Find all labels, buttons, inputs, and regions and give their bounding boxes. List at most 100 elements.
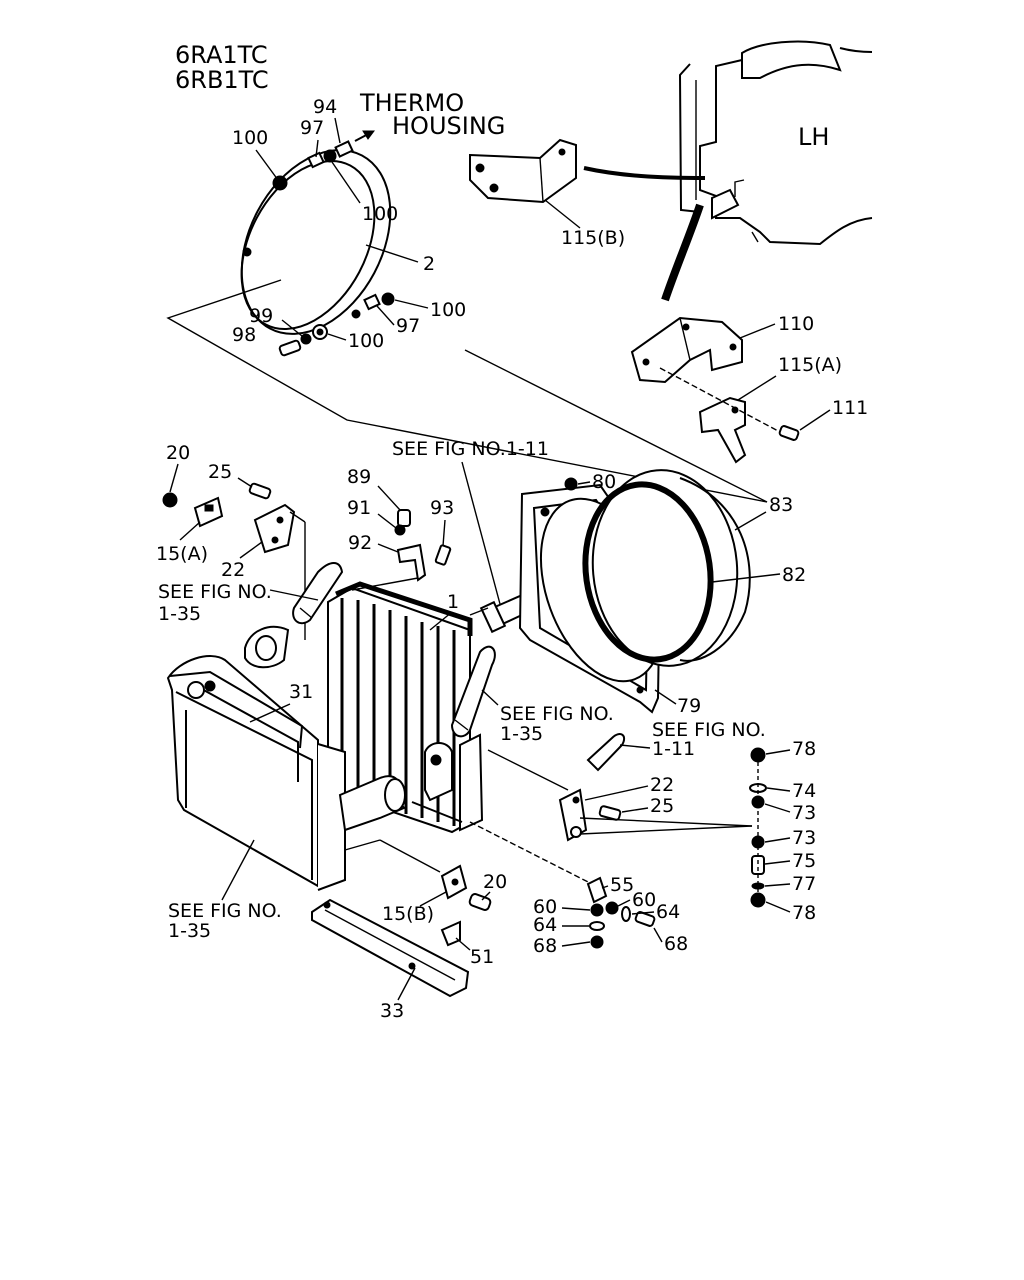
outlet-neck-core bbox=[424, 742, 453, 802]
leader-77 bbox=[764, 883, 791, 887]
lower-hose-mid bbox=[450, 645, 496, 738]
bolt-93 bbox=[434, 544, 452, 566]
small-pipe-right bbox=[586, 733, 626, 772]
bracket-110-hole-1 bbox=[682, 323, 690, 331]
outlet-neck-hole bbox=[430, 754, 442, 766]
bracket-22-left bbox=[253, 503, 296, 554]
leader-15b bbox=[419, 891, 447, 907]
leader-115b bbox=[544, 199, 581, 229]
callout-91: 91 bbox=[347, 497, 371, 519]
bushing-60-left bbox=[590, 903, 604, 917]
nut-78-low bbox=[750, 892, 766, 908]
callout-2: 2 bbox=[423, 253, 435, 275]
guide-core-to-55 bbox=[469, 821, 593, 885]
engine-block-edge bbox=[678, 63, 701, 213]
callout-15a: 15(A) bbox=[156, 543, 208, 565]
bolt-80 bbox=[564, 477, 578, 491]
see-fig-left-line-2: 1-35 bbox=[158, 603, 201, 625]
assembly-guide-line-ring-2 bbox=[464, 349, 768, 503]
bracket-110-hole-2 bbox=[729, 343, 737, 351]
nut-78-top bbox=[750, 747, 766, 763]
bolt-68-right bbox=[634, 911, 656, 927]
shroud-ring-outer bbox=[240, 149, 392, 335]
leader-115a bbox=[737, 375, 777, 401]
bolt-25-top bbox=[248, 482, 272, 500]
callout-115a: 115(A) bbox=[778, 354, 842, 376]
elbow-pipe-opening bbox=[255, 635, 277, 661]
radiator-frame-side-plate bbox=[317, 743, 346, 891]
callout-60-left: 60 bbox=[533, 896, 557, 918]
bracket-110-fold bbox=[679, 317, 691, 361]
see-fig-bottom-line-1: SEE FIG NO. bbox=[168, 900, 282, 922]
leader-100-top-right bbox=[331, 161, 361, 204]
fitting-94 bbox=[334, 140, 354, 158]
leader-100-top-left bbox=[255, 149, 279, 181]
callout-79: 79 bbox=[677, 695, 701, 717]
callout-73-low: 73 bbox=[792, 827, 816, 849]
leader-2 bbox=[365, 244, 419, 263]
callout-110: 110 bbox=[778, 313, 814, 335]
bracket-92 bbox=[396, 543, 427, 582]
bracket-22-hole-1 bbox=[276, 516, 284, 524]
leader-97-low bbox=[376, 305, 395, 326]
leader-see-fig-right bbox=[619, 744, 651, 749]
leader-see-fig-left bbox=[269, 589, 319, 601]
upper-pipe-clamp bbox=[479, 600, 507, 634]
engine-small-mark bbox=[751, 231, 759, 243]
housing-label: HOUSING bbox=[392, 112, 505, 140]
bracket-110-hole-3 bbox=[642, 358, 650, 366]
arrow-head-icon bbox=[362, 130, 375, 140]
leader-73-low bbox=[764, 837, 791, 843]
hose-clamp-line bbox=[299, 607, 313, 619]
fitting-97-top bbox=[307, 151, 325, 169]
leader-100-mid bbox=[394, 299, 429, 309]
callout-22-right: 22 bbox=[650, 774, 674, 796]
fitting-100-mid bbox=[381, 292, 395, 306]
leader-82 bbox=[711, 573, 781, 583]
washer-91 bbox=[394, 524, 406, 536]
guide-core-to-bracket-right bbox=[487, 749, 569, 791]
assembly-guide-line-ring bbox=[166, 279, 768, 503]
guide-frame-lower-2 bbox=[379, 839, 441, 873]
leader-see-fig-top bbox=[461, 461, 501, 605]
fan-ring-82-seal bbox=[582, 481, 714, 663]
leader-68-left bbox=[561, 941, 591, 947]
callout-68-left: 68 bbox=[533, 935, 557, 957]
see-fig-mid-line-2: 1-35 bbox=[500, 723, 543, 745]
leader-25-top bbox=[237, 477, 253, 488]
callout-99: 99 bbox=[249, 305, 273, 327]
callout-115b: 115(B) bbox=[561, 227, 625, 249]
radiator-side-tank bbox=[459, 733, 484, 832]
see-fig-mid-line-1: SEE FIG NO. bbox=[500, 703, 614, 725]
fitting-100-low-core bbox=[316, 328, 324, 336]
engine-bracket-detail bbox=[734, 179, 745, 197]
guide-to-73-lower bbox=[579, 825, 753, 835]
thermo-label: THERMO bbox=[359, 89, 464, 117]
leader-79 bbox=[654, 689, 677, 705]
leader-60-left bbox=[561, 907, 591, 911]
callout-55: 55 bbox=[610, 874, 634, 896]
bracket-115b-hole-2 bbox=[489, 183, 499, 193]
lh-label: LH bbox=[798, 123, 829, 151]
bracket-15a bbox=[193, 496, 224, 528]
callout-77: 77 bbox=[792, 873, 816, 895]
washer-99 bbox=[300, 333, 312, 345]
callout-111: 111 bbox=[832, 397, 868, 419]
engine-lh-side-outline bbox=[661, 40, 873, 302]
leader-100-low bbox=[327, 333, 347, 341]
leader-55 bbox=[601, 885, 609, 889]
leader-89 bbox=[377, 485, 401, 511]
leader-31 bbox=[249, 703, 291, 723]
callout-74: 74 bbox=[792, 780, 816, 802]
leader-22-right bbox=[584, 785, 649, 801]
callout-68-right: 68 bbox=[664, 933, 688, 955]
bracket-55 bbox=[586, 876, 608, 904]
leader-1 bbox=[429, 611, 453, 631]
radiator-top-tank bbox=[335, 581, 473, 636]
leader-see-fig-bottom bbox=[221, 839, 255, 901]
leader-25-right bbox=[621, 807, 649, 813]
bracket-115b-hole-1 bbox=[475, 163, 485, 173]
lower-hose-clamp bbox=[454, 719, 469, 731]
bracket-15b-hole bbox=[451, 878, 459, 886]
